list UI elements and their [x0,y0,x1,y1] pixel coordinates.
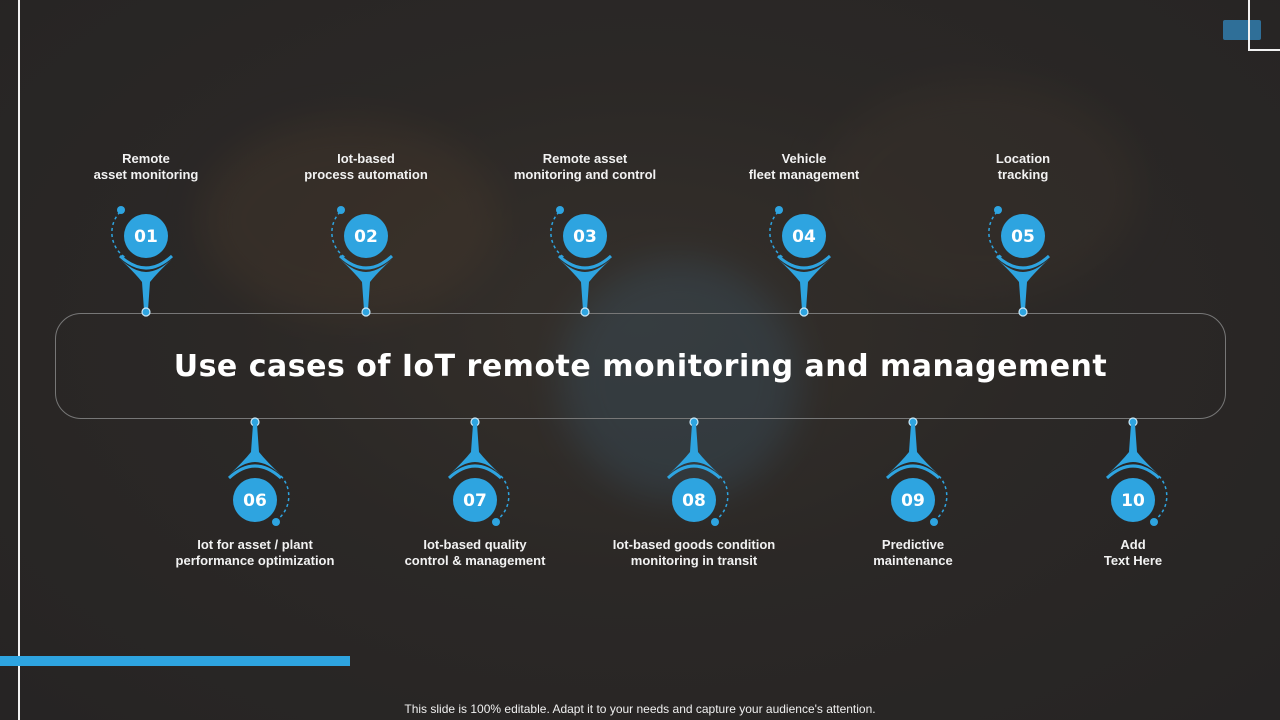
use-case-label: Remote asset monitoring [36,151,256,183]
use-case-label: Iot for asset / plant performance optimi… [145,537,365,569]
label-line-2: performance optimization [175,553,335,568]
step-number: 10 [1121,491,1145,511]
step-number: 08 [682,491,706,511]
background-glow [560,260,800,500]
title-box: Use cases of IoT remote monitoring and m… [55,313,1226,419]
label-line-1: Iot for asset / plant [197,537,313,552]
pin-marker-icon: 05 [988,206,1051,317]
use-case-label: Add Text Here [1023,537,1243,569]
label-line-1: Remote [122,151,170,166]
label-line-1: Iot-based quality [423,537,527,552]
step-number: 03 [573,227,597,247]
use-case-label: Predictive maintenance [803,537,1023,569]
step-number: 01 [134,227,158,247]
use-case-label: Iot-based quality control & management [365,537,585,569]
use-case-label: Location tracking [913,151,1133,183]
label-line-2: fleet management [748,167,860,182]
background-glow [820,80,1140,300]
label-line-1: Remote asset [542,151,628,166]
label-line-2: control & management [404,553,546,568]
label-line-1: Iot-based goods condition [612,537,776,552]
step-number: 04 [792,227,816,247]
pin-marker-icon: 09 [885,417,948,526]
step-number: 06 [243,491,267,511]
label-line-1: Location [995,151,1051,166]
pin-marker-icon: 01 [111,206,174,317]
label-line-1: Iot-based [337,151,395,166]
pin-marker-icon: 04 [769,206,832,317]
step-number: 02 [354,227,378,247]
use-case-label: Iot-based goods condition monitoring in … [584,537,804,569]
pin-marker-icon: 08 [666,417,729,526]
label-line-1: Add [1120,537,1146,552]
label-line-2: tracking [997,167,1049,182]
footer-note: This slide is 100% editable. Adapt it to… [404,702,876,716]
use-case-label: Remote asset monitoring and control [475,151,695,183]
step-number: 05 [1011,227,1035,247]
step-number: 09 [901,491,925,511]
corner-frame [1248,0,1280,51]
page-title: Use cases of IoT remote monitoring and m… [173,348,1108,384]
label-line-2: process automation [304,167,428,182]
pin-marker-icon: 02 [331,206,394,317]
use-case-label: Iot-based process automation [256,151,476,183]
step-number: 07 [463,491,487,511]
label-line-2: monitoring in transit [630,553,758,568]
label-line-2: monitoring and control [513,167,657,182]
background-glow [200,120,500,320]
bottom-accent-bar [0,656,350,666]
pin-marker-icon: 03 [550,206,613,317]
label-line-2: maintenance [873,553,953,568]
use-case-label: Vehicle fleet management [694,151,914,183]
pin-marker-icon: 10 [1105,417,1168,526]
corner-accent-box [1223,20,1261,40]
label-line-2: Text Here [1103,553,1163,568]
label-line-2: asset monitoring [93,167,199,182]
label-line-1: Vehicle [781,151,827,166]
pin-marker-icon: 06 [227,417,290,526]
pin-marker-icon: 07 [447,417,510,526]
left-accent-line [18,0,20,720]
label-line-1: Predictive [881,537,945,552]
